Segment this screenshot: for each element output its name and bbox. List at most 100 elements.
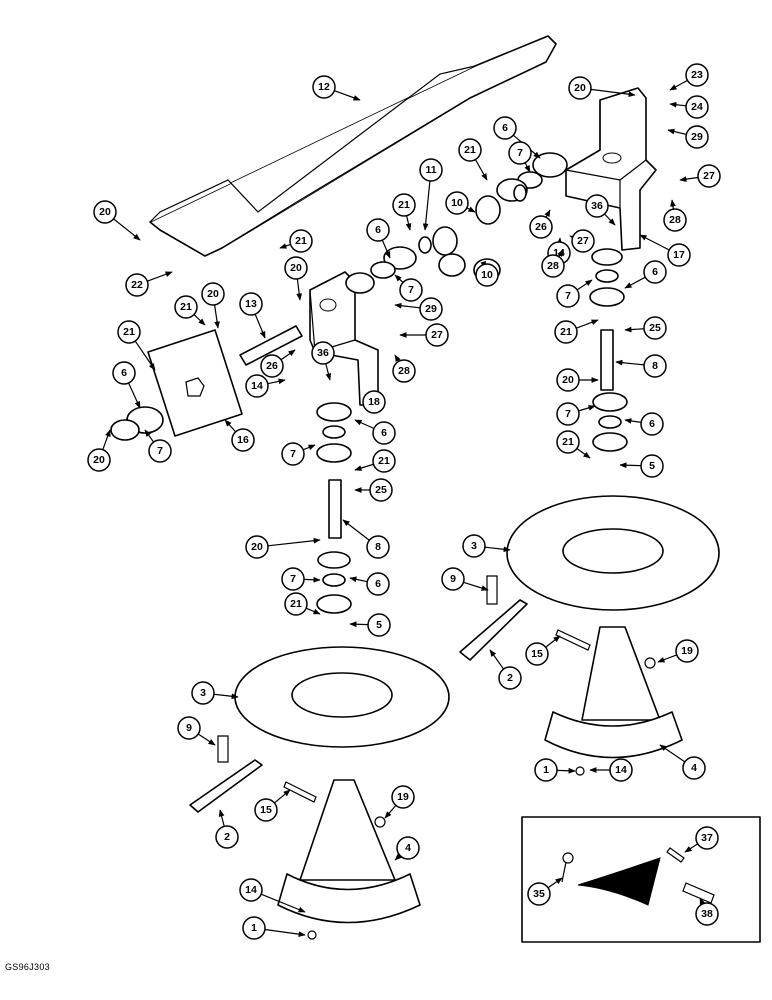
callout-circle <box>177 716 201 740</box>
callout-circle <box>697 164 721 188</box>
callout-number: 5 <box>376 619 382 631</box>
callout-circle <box>643 316 667 340</box>
callout-number: 28 <box>669 214 681 226</box>
callout-circle <box>458 138 482 162</box>
callout-leader <box>590 88 636 98</box>
callout-number: 1 <box>251 922 257 934</box>
discs-group <box>234 495 720 748</box>
callout-number: 28 <box>547 260 559 272</box>
callout-leader <box>547 877 563 889</box>
callout-leader <box>669 79 688 91</box>
callout-leader <box>615 359 645 366</box>
callout-number: 19 <box>681 645 693 657</box>
callout-leader <box>224 419 237 433</box>
callout-number: 15 <box>260 804 272 816</box>
callout-number: 10 <box>481 269 493 281</box>
callout-leader <box>667 128 687 136</box>
callout-circle <box>541 254 565 278</box>
callout-circle <box>391 785 415 809</box>
callout-number: 20 <box>574 82 586 94</box>
left-plate-part <box>147 329 243 437</box>
callout-number: 18 <box>368 396 380 408</box>
callout-circle <box>239 878 263 902</box>
callout-number: 7 <box>290 448 296 460</box>
callout-circle <box>585 194 609 218</box>
callout-number: 12 <box>318 81 330 93</box>
callout-circle <box>396 836 420 860</box>
callout-leader <box>193 314 206 326</box>
callout-leader <box>279 243 291 249</box>
callout-number: 21 <box>290 598 302 610</box>
callout-number: 14 <box>615 764 627 776</box>
callout-leader <box>254 313 266 339</box>
callout-circle <box>174 295 198 319</box>
callout-circle <box>695 826 719 850</box>
callout-leader <box>604 213 616 226</box>
callout-number: 2 <box>224 831 230 843</box>
callout-number: 5 <box>649 460 655 472</box>
callout-leader <box>657 654 677 663</box>
callout-circle <box>609 758 633 782</box>
callout-number: 7 <box>290 573 296 585</box>
callout-circle <box>281 442 305 466</box>
callout-leader <box>280 349 296 361</box>
callout-leader <box>576 447 591 459</box>
callout-number: 21 <box>180 301 192 313</box>
callout-number: 20 <box>562 374 574 386</box>
callout-circle <box>242 916 266 940</box>
callout-leader <box>213 693 239 700</box>
callout-circle <box>640 454 664 478</box>
cones-group <box>277 626 683 924</box>
callout-leader <box>624 276 646 289</box>
callout-leader <box>113 218 141 241</box>
callout-circle <box>87 448 111 472</box>
callout-leader <box>394 853 402 861</box>
callout-leader <box>557 249 564 258</box>
callout-leader <box>466 206 476 213</box>
callout-circle <box>529 215 553 239</box>
callout-circle <box>201 282 225 306</box>
callout-leader <box>303 576 321 583</box>
callout-circle <box>643 260 667 284</box>
callout-circle <box>289 229 313 253</box>
callout-leader <box>545 635 561 648</box>
callout-number: 27 <box>431 329 443 341</box>
callout-number: 28 <box>398 365 410 377</box>
callout-number: 29 <box>691 131 703 143</box>
callout-number: 3 <box>200 687 206 699</box>
callout-number: 37 <box>701 832 713 844</box>
callout-number: 36 <box>591 200 603 212</box>
callout-leader <box>463 581 489 591</box>
callout-leader <box>128 382 141 409</box>
callout-leader <box>267 378 286 385</box>
callout-circle <box>556 402 580 426</box>
callout-number: 6 <box>375 578 381 590</box>
callout-leader <box>354 463 374 471</box>
callout-circle <box>571 229 595 253</box>
callout-leader <box>405 215 412 231</box>
callout-number: 29 <box>425 303 437 315</box>
callout-number: 7 <box>565 290 571 302</box>
callout-leader <box>669 101 687 108</box>
callout-number: 6 <box>375 224 381 236</box>
callout-leader <box>102 429 111 450</box>
callout-circle <box>475 263 499 287</box>
callout-circle <box>663 208 687 232</box>
callout-number: 27 <box>577 235 589 247</box>
callout-number: 1 <box>543 764 549 776</box>
callout-number: 22 <box>131 279 143 291</box>
callout-leader <box>325 363 332 381</box>
callout-circle <box>281 567 305 591</box>
callout-leader <box>334 90 361 101</box>
callout-number: 21 <box>123 326 135 338</box>
callout-leader <box>679 176 699 182</box>
callout-leader <box>489 649 505 670</box>
callout-circle <box>215 825 239 849</box>
callout-number: 21 <box>295 235 307 247</box>
callout-leader <box>305 607 321 615</box>
callout-circle <box>445 191 469 215</box>
callout-leader <box>214 304 220 329</box>
callout-circle <box>441 567 465 591</box>
callout-leader <box>381 239 391 259</box>
